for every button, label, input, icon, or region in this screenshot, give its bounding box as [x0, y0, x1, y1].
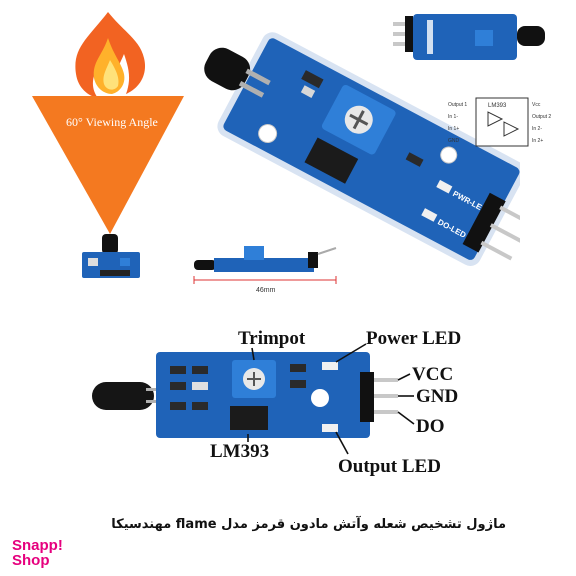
schematic-pin-left-2: In 1- — [448, 114, 458, 120]
flame-icon — [75, 12, 146, 98]
logo-line-1: Snapp! — [12, 537, 63, 554]
side-view-board-photo — [193, 246, 337, 284]
schematic-ic-label: LM393 — [488, 103, 507, 109]
top-view-board-photo — [393, 14, 545, 60]
schematic-pin-right-4: In 2+ — [532, 138, 543, 144]
schematic-pin-right-2: Output 2 — [532, 114, 551, 120]
ir-led — [204, 47, 251, 91]
trimpot-bottom — [232, 360, 276, 398]
schematic-pin-right-1: Vcc — [532, 102, 541, 108]
callout-lines — [247, 343, 415, 455]
power-led-label: Power LED — [366, 328, 462, 349]
viewing-cone — [32, 96, 184, 234]
schematic-pin-left-1: Output 1 — [448, 102, 467, 108]
schematic-pin-left-4: GND — [448, 138, 460, 144]
trimpot — [321, 84, 396, 155]
ir-led-bottom — [92, 382, 154, 410]
viewing-angle-diagram: 60° Viewing Angle — [32, 12, 184, 278]
lm393-schematic: LM393 Output 1 In 1- In 1+ GND Vcc Outpu… — [448, 97, 551, 147]
gnd-label: GND — [416, 386, 459, 407]
snappshop-logo: Snapp! Shop — [12, 538, 63, 568]
do-label: DO — [416, 416, 445, 437]
schematic-pin-left-3: In 1+ — [448, 126, 459, 132]
sensor-board-photo: PWR-LED DO-LED — [204, 32, 520, 266]
schematic-pin-right-3: In 2- — [532, 126, 542, 132]
logo-line-2: Shop — [12, 552, 50, 569]
output-led-label: Output LED — [338, 456, 441, 477]
product-caption: ماژول تشخیص شعله وآتش مادون قرمز مدل fla… — [111, 517, 506, 532]
trimpot-label: Trimpot — [238, 328, 306, 349]
ic-chip — [304, 137, 359, 184]
power-led — [322, 362, 338, 370]
vcc-label: VCC — [412, 364, 454, 385]
viewing-angle-label: 60° Viewing Angle — [66, 115, 158, 129]
mini-sensor-module — [82, 234, 140, 278]
lm393-label: LM393 — [210, 441, 270, 462]
output-led — [322, 424, 338, 432]
lm393-chip — [230, 406, 268, 430]
dimension-label: 46mm — [256, 287, 276, 294]
labeled-board-diagram — [92, 343, 415, 455]
